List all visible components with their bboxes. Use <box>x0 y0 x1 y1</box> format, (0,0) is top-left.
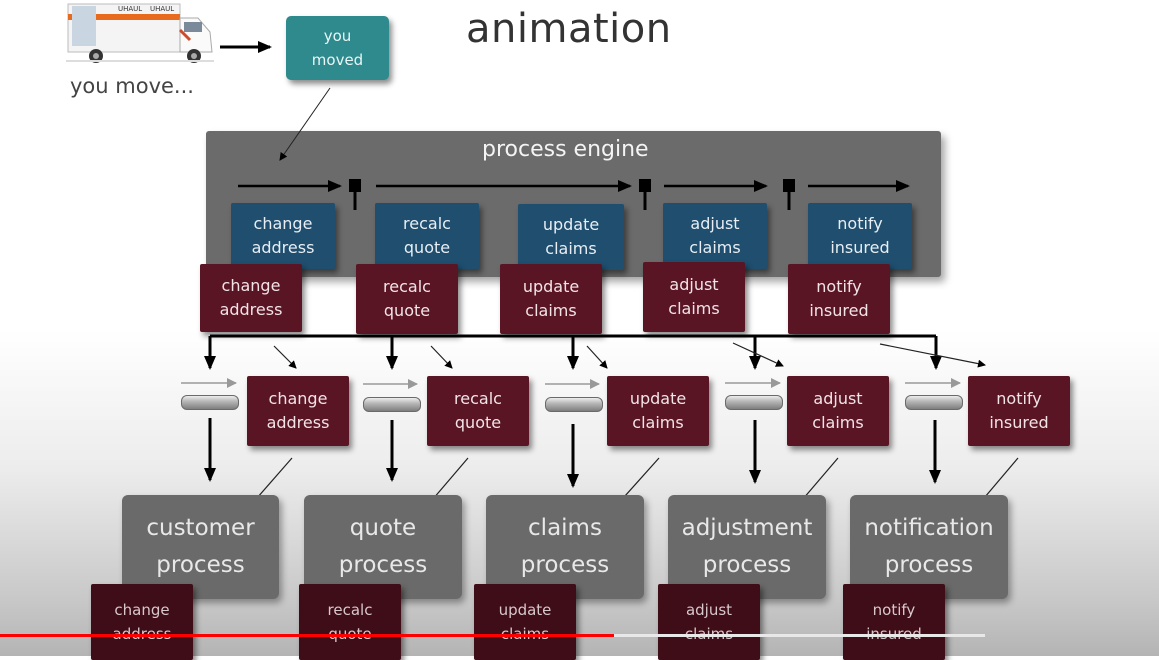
step-label: claims <box>545 239 597 258</box>
message-label: adjust <box>685 601 733 619</box>
message-label: claims <box>632 413 684 432</box>
step-label: quote <box>403 238 451 257</box>
step-label: adjust <box>690 214 740 233</box>
engine-step-change-address: change address <box>231 203 335 269</box>
consumed-message-recalc-quote: recalc quote <box>299 584 401 660</box>
process-adjustment: adjustment process <box>668 495 826 599</box>
step-label: claims <box>689 238 741 257</box>
engine-step-adjust-claims: adjust claims <box>663 203 767 269</box>
message-label: quote <box>454 413 502 432</box>
moving-truck-icon: UHAUL UHAUL <box>66 3 214 63</box>
queued-message-notify-insured: notify insured <box>968 376 1070 446</box>
message-label: update <box>522 277 580 296</box>
message-label: change <box>221 276 281 295</box>
message-label: insured <box>989 413 1049 432</box>
queued-message-recalc-quote: recalc quote <box>427 376 529 446</box>
process-label: process <box>702 552 792 578</box>
message-label: claims <box>812 413 864 432</box>
message-route-arrow <box>273 345 297 369</box>
message-label: address <box>266 413 330 432</box>
step-label: notify <box>837 214 883 233</box>
queue-pipe-icon <box>905 395 963 410</box>
message-label: change <box>114 601 170 619</box>
message-label: claims <box>525 301 577 320</box>
message-label: claims <box>668 299 720 318</box>
engine-gate-icon <box>349 179 361 210</box>
process-label: notification <box>864 515 994 541</box>
process-label: claims <box>528 515 602 541</box>
message-label: address <box>219 300 283 319</box>
step-label: change <box>253 214 313 233</box>
process-label: adjustment <box>681 515 813 541</box>
step-label: address <box>251 238 315 257</box>
message-notify-insured: notify insured <box>788 264 890 334</box>
queued-message-update-claims: update claims <box>607 376 709 446</box>
queue-pipe-icon <box>363 397 421 412</box>
message-label: insured <box>809 301 869 320</box>
queue-pipe-icon <box>181 395 239 410</box>
event-label: you moved <box>311 27 364 69</box>
video-played-bar[interactable] <box>0 634 614 637</box>
process-label: quote <box>349 515 417 541</box>
message-label: recalc <box>383 277 431 296</box>
queue-pipe-icon <box>545 397 603 412</box>
step-label: insured <box>830 238 890 257</box>
process-customer: customer process <box>122 495 279 599</box>
message-recalc-quote: recalc quote <box>356 264 458 334</box>
consumed-message-adjust-claims: adjust claims <box>658 584 760 660</box>
slide-title: animation <box>466 6 672 52</box>
message-adjust-claims: adjust claims <box>643 262 745 332</box>
process-label: process <box>338 552 428 578</box>
message-route-arrow <box>879 343 986 368</box>
process-label: process <box>156 552 245 578</box>
message-label: quote <box>383 301 431 320</box>
queued-message-change-address: change address <box>247 376 349 446</box>
svg-text:UHAUL: UHAUL <box>118 5 142 13</box>
message-label: recalc <box>454 389 502 408</box>
event-you-moved: you moved <box>286 16 389 80</box>
process-engine-title: process engine <box>482 137 649 162</box>
message-route-arrow <box>430 345 453 369</box>
process-quote: quote process <box>304 495 462 599</box>
step-label: update <box>542 215 600 234</box>
message-route-arrow <box>732 342 784 367</box>
process-label: process <box>520 552 610 578</box>
message-label: notify <box>872 601 916 619</box>
engine-step-notify-insured: notify insured <box>808 203 912 269</box>
process-claims: claims process <box>486 495 644 599</box>
message-label: update <box>498 601 552 619</box>
event-to-engine-arrow <box>279 87 331 161</box>
step-label: recalc <box>403 214 451 233</box>
queued-message-adjust-claims: adjust claims <box>787 376 889 446</box>
message-update-claims: update claims <box>500 264 602 334</box>
engine-gate-icon <box>783 179 795 210</box>
engine-step-recalc-quote: recalc quote <box>375 203 479 269</box>
message-change-address: change address <box>200 264 302 332</box>
queue-pipe-icon <box>725 395 783 410</box>
message-label: notify <box>816 277 862 296</box>
consumed-message-notify-insured: notify insured <box>843 584 945 660</box>
message-label: update <box>629 389 687 408</box>
process-label: process <box>884 552 974 578</box>
message-label: adjust <box>669 275 719 294</box>
process-label: customer <box>146 515 255 541</box>
process-notification: notification process <box>850 495 1008 599</box>
message-label: notify <box>996 389 1042 408</box>
message-label: adjust <box>813 389 863 408</box>
message-label: recalc <box>327 601 373 619</box>
consumed-message-change-address: change address <box>91 584 193 660</box>
svg-text:UHAUL: UHAUL <box>150 5 174 13</box>
consumed-message-update-claims: update claims <box>474 584 576 660</box>
engine-step-update-claims: update claims <box>518 204 624 270</box>
message-route-arrow <box>586 345 608 369</box>
you-move-caption: you move... <box>70 74 194 98</box>
message-label: change <box>268 389 328 408</box>
video-buffered-bar <box>614 634 985 637</box>
engine-gate-icon <box>639 179 651 210</box>
